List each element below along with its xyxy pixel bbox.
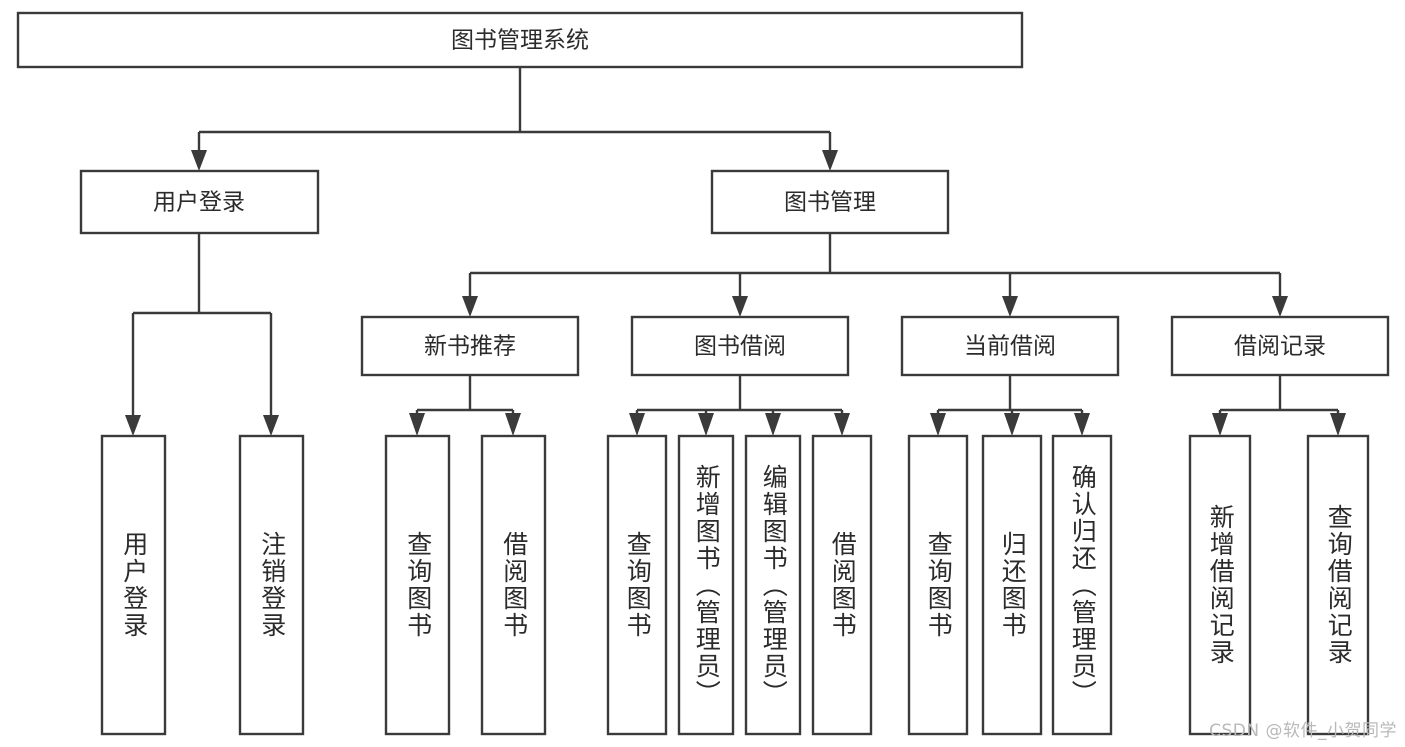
node-leaf-edit-book-admin-box[interactable] bbox=[744, 434, 802, 736]
node-root[interactable]: 图书管理系统 bbox=[16, 11, 1024, 69]
arrow-head-user-login bbox=[191, 150, 207, 171]
csdn-watermark: CSDN @软件_小贺同学 bbox=[1209, 721, 1397, 741]
arrow-head-leaf-edit-book-admin bbox=[765, 413, 781, 436]
node-book-manage-box[interactable] bbox=[710, 169, 950, 235]
arrow-head-leaf-user-login bbox=[125, 415, 141, 436]
node-user-login-box[interactable] bbox=[79, 169, 320, 235]
node-leaf-query-book-borrow-box[interactable] bbox=[606, 434, 668, 736]
connector-group-root bbox=[191, 67, 838, 171]
node-leaf-add-book-admin-box[interactable] bbox=[677, 434, 735, 736]
node-borrow-record-box[interactable] bbox=[1170, 315, 1390, 377]
node-new-book-rec[interactable]: 新书推荐 bbox=[360, 315, 580, 377]
node-current-borrow[interactable]: 当前借阅 bbox=[900, 315, 1120, 377]
node-leaf-user-login-box[interactable] bbox=[100, 434, 167, 736]
node-new-book-rec-label: 新书推荐 bbox=[424, 334, 516, 360]
node-book-borrow-box[interactable] bbox=[630, 315, 850, 377]
connector-group-new-book-rec bbox=[409, 375, 521, 436]
arrow-head-leaf-confirm-return-admin bbox=[1074, 413, 1090, 436]
node-book-manage[interactable]: 图书管理 bbox=[710, 169, 950, 235]
node-user-login[interactable]: 用户登录 bbox=[79, 169, 320, 235]
node-root-label: 图书管理系统 bbox=[451, 28, 589, 54]
node-book-borrow[interactable]: 图书借阅 bbox=[630, 315, 850, 377]
node-leaf-query-book-current-box[interactable] bbox=[907, 434, 969, 736]
connector-group-current-borrow bbox=[930, 375, 1090, 436]
arrow-head-borrow-record bbox=[1272, 296, 1288, 317]
arrow-head-leaf-user-logout bbox=[263, 415, 279, 436]
connector-group-book-manage bbox=[462, 233, 1288, 317]
node-new-book-rec-box[interactable] bbox=[360, 315, 580, 377]
arrow-head-leaf-add-book-admin bbox=[698, 413, 714, 436]
node-book-borrow-label: 图书借阅 bbox=[694, 334, 786, 360]
connector-group-borrow-record bbox=[1212, 375, 1346, 436]
connector-group-book-borrow bbox=[629, 375, 850, 436]
node-user-login-label: 用户登录 bbox=[153, 190, 245, 216]
arrow-head-book-borrow bbox=[732, 296, 748, 317]
node-leaf-borrow-book-box[interactable] bbox=[811, 434, 873, 736]
node-borrow-record-label: 借阅记录 bbox=[1234, 334, 1326, 360]
arrow-head-leaf-query-book-borrow bbox=[629, 413, 645, 436]
arrow-head-leaf-query-borrow-record bbox=[1330, 413, 1346, 436]
node-book-manage-label: 图书管理 bbox=[784, 190, 876, 216]
node-leaf-return-book-box[interactable] bbox=[981, 434, 1043, 736]
arrow-head-leaf-return-book bbox=[1004, 413, 1020, 436]
connector-group-user-login bbox=[125, 233, 279, 436]
node-root-box[interactable] bbox=[16, 11, 1024, 69]
arrow-head-leaf-borrow-book bbox=[834, 413, 850, 436]
arrow-head-leaf-borrow-book-rec bbox=[505, 413, 521, 436]
arrow-head-current-borrow bbox=[1002, 296, 1018, 317]
node-borrow-record[interactable]: 借阅记录 bbox=[1170, 315, 1390, 377]
node-leaf-add-borrow-record-box[interactable] bbox=[1188, 434, 1252, 736]
node-leaf-confirm-return-admin-box[interactable] bbox=[1051, 434, 1113, 736]
arrow-head-new-book-rec bbox=[462, 296, 478, 317]
arrow-head-book-manage bbox=[822, 150, 838, 171]
arrow-head-leaf-query-book-current bbox=[930, 413, 946, 436]
node-current-borrow-label: 当前借阅 bbox=[964, 334, 1056, 360]
arrow-head-leaf-add-borrow-record bbox=[1212, 413, 1228, 436]
node-leaf-query-borrow-record-box[interactable] bbox=[1306, 434, 1370, 736]
arrow-head-leaf-query-book-rec bbox=[409, 413, 425, 436]
node-leaf-query-book-rec-box[interactable] bbox=[384, 434, 451, 736]
node-current-borrow-box[interactable] bbox=[900, 315, 1120, 377]
node-leaf-user-logout-box[interactable] bbox=[238, 434, 305, 736]
node-leaf-borrow-book-rec-box[interactable] bbox=[480, 434, 547, 736]
